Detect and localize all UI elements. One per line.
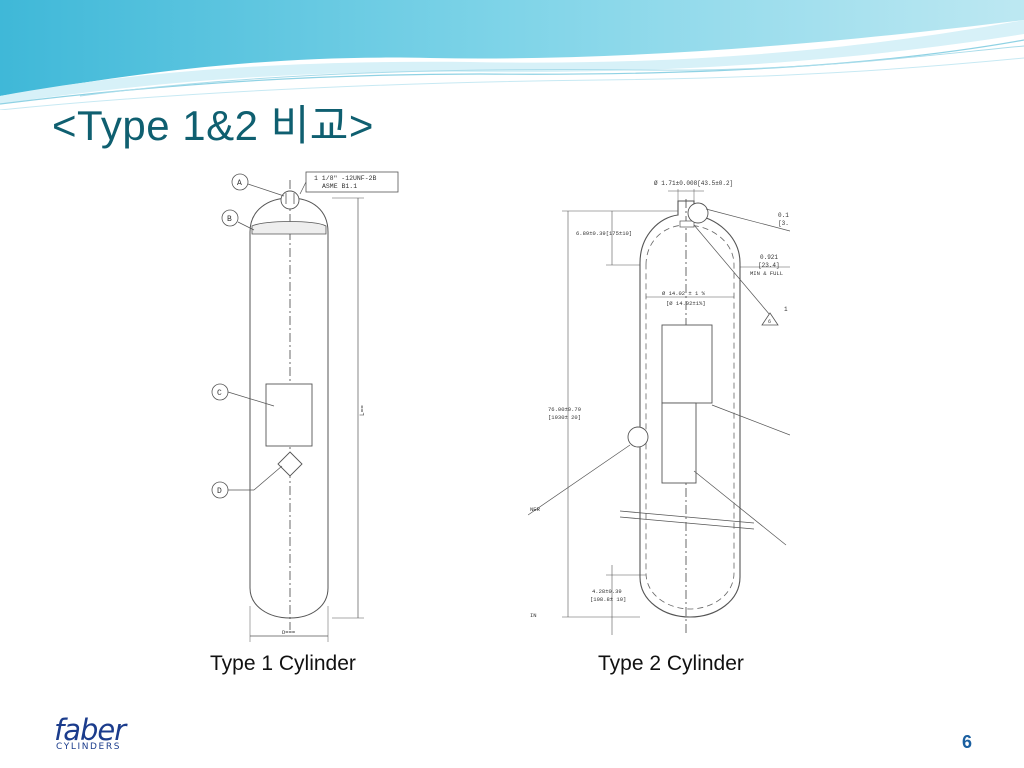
liner-label: NER <box>530 506 541 513</box>
length-dimension: L== <box>359 405 366 416</box>
in-label: IN <box>530 612 537 619</box>
logo-word: faber <box>54 713 126 747</box>
neck-dim: 6.89±0.39[175±10] <box>576 230 632 237</box>
diameter-dimension: D=== <box>282 629 295 636</box>
logo-subtitle: CYLINDERS <box>56 742 122 752</box>
length-dim1: 76.00±0.79 <box>548 406 581 413</box>
side-dim2: [23.4] <box>758 262 780 269</box>
label-c: C <box>217 389 222 398</box>
note-mark: 1 <box>784 306 788 313</box>
type1-caption: Type 1 Cylinder <box>210 652 356 675</box>
bottom-dim2: [108.8± 10] <box>590 596 626 603</box>
header-wave-decoration <box>0 0 1024 110</box>
page-number: 6 <box>961 732 972 752</box>
top-diameter-dim: Ø 1.71±0.008[43.5±0.2] <box>654 180 733 187</box>
slide-title: <Type 1&2 비교> <box>52 102 374 149</box>
thread-note-line1: 1 1/8" -12UNF-2B <box>314 175 377 182</box>
label-b: B <box>227 215 232 224</box>
type2-caption: Type 2 Cylinder <box>598 652 744 675</box>
type1-cylinder-drawing: 1 1/8" -12UNF-2B ASME B1.1 A B C D L== D… <box>198 160 422 644</box>
length-dim2: [1930± 20] <box>548 414 581 421</box>
body-dia1: Ø 14.02 ± 1 % <box>662 290 706 297</box>
label-a: A <box>237 179 242 188</box>
top-right-dim1: 0.1 <box>778 212 789 219</box>
triangle-note: 6 <box>768 319 771 325</box>
thread-note-line2: ASME B1.1 <box>322 183 357 190</box>
bottom-dim1: 4.28±0.39 <box>592 588 622 595</box>
faber-logo: faber CYLINDERS <box>54 716 138 754</box>
top-right-dim2: [3. <box>778 220 789 227</box>
side-dim1: 0.921 <box>760 254 778 261</box>
type2-cylinder-drawing: Ø 1.71±0.008[43.5±0.2] 0.1 [3. 0.921 [23… <box>528 165 790 643</box>
body-dia2: [Ø 14.02±1%] <box>666 300 706 307</box>
label-d: D <box>217 487 222 496</box>
side-dim3: MIN & FULL <box>750 270 783 277</box>
